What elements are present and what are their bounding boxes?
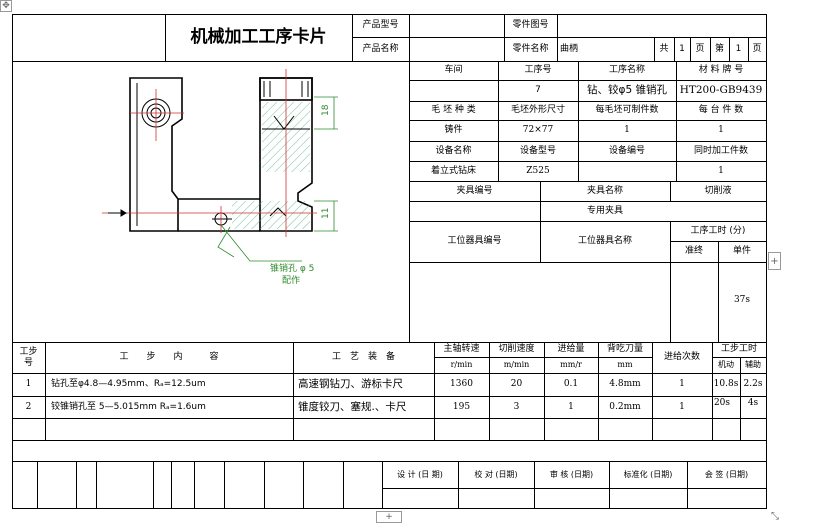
parts-per-blank-label: 每毛坯可制件数 <box>595 105 659 115</box>
equip-model-label: 设备型号 <box>519 145 556 156</box>
coolant-label: 切削液 <box>704 185 732 196</box>
simul-label: 同时加工件数 <box>693 145 748 156</box>
review-date-label: 审 核 (日期) <box>549 469 594 479</box>
part-drawing-no-label: 零件图号 <box>512 20 549 30</box>
blank-type-value: 铸件 <box>444 125 463 135</box>
part-name-label: 零件名称 <box>512 43 549 54</box>
sign-date-label: 会 签 (日期) <box>704 469 749 479</box>
check-date-label: 校 对 (日期) <box>474 469 518 479</box>
page-unit-label: 页 <box>695 43 705 54</box>
blank-type-label: 毛 坯 种 类 <box>431 105 476 115</box>
unit-label: 单件 <box>732 246 751 256</box>
step-cut-speed: 3 <box>513 401 520 412</box>
equipment-header: 工 艺 装 备 <box>331 352 395 362</box>
product-model-label: 产品型号 <box>362 20 399 30</box>
table-move-handle[interactable]: ✥ <box>0 0 12 12</box>
step-machine-time: 10.8s <box>713 379 739 389</box>
step-equipment: 锥度铰刀、塞规.、卡尺 <box>298 400 407 413</box>
fixture-name-label: 夹具名称 <box>586 185 623 196</box>
step-no: 1 <box>25 379 32 389</box>
add-column-button[interactable]: + <box>768 252 781 270</box>
fixture-no-label: 夹具编号 <box>456 185 493 196</box>
feed-unit: mm/r <box>560 360 582 369</box>
step-feed: 1 <box>568 401 574 412</box>
cut-speed-unit: m/min <box>503 360 530 369</box>
op-no-value: 7 <box>535 85 541 95</box>
equip-no-label: 设备编号 <box>608 145 645 156</box>
content-header: 工 步 内 容 <box>119 352 219 362</box>
machine-time-header: 机动 <box>718 360 734 369</box>
part-drawing: 18 11 锥销孔 φ 5 配作 <box>102 69 338 286</box>
side-view <box>129 77 260 232</box>
step-depth: 0.2mm <box>609 401 641 412</box>
blank-size-value: 72×77 <box>522 125 554 135</box>
feed-header: 进给量 <box>557 344 585 354</box>
step-no: 2 <box>25 401 32 412</box>
step-machine-time: 20s <box>713 397 731 408</box>
prep-label: 准终 <box>684 246 703 256</box>
step-speed: 195 <box>452 401 471 412</box>
parts-per-blank-value: 1 <box>624 125 630 135</box>
equip-name-value: 着立式钻床 <box>430 165 476 176</box>
step-times: 1 <box>679 401 685 412</box>
station-tool-no-label: 工位器具编号 <box>447 236 502 246</box>
table-resize-handle[interactable]: ⤡ <box>771 511 779 522</box>
depth-unit: mm <box>617 360 633 369</box>
design-date-label: 设 计 (日 期) <box>397 469 443 479</box>
unit-time-value: 37s <box>733 294 751 305</box>
step-no-header: 工步号 <box>12 342 45 373</box>
add-row-button[interactable]: + <box>376 511 402 523</box>
blank-size-label: 毛坯外形尺寸 <box>510 105 565 115</box>
total-pages-label: 共 <box>659 43 669 54</box>
step-feed: 0.1 <box>563 379 579 389</box>
simul-value: 1 <box>718 165 724 176</box>
step-times: 1 <box>679 379 685 389</box>
product-name-label: 产品名称 <box>362 43 399 54</box>
standard-date-label: 标准化 (日期) <box>623 469 673 479</box>
station-tool-name-label: 工位器具名称 <box>577 236 632 246</box>
step-aux-time: 2.2s <box>743 379 763 389</box>
material-label: 材 料 牌 号 <box>698 65 744 75</box>
step-time-header: 工步工时 <box>720 344 757 354</box>
fixture-name-value: 专用夹具 <box>586 205 623 216</box>
step-no-header-text: 工步号 <box>19 346 38 368</box>
step-depth: 4.8mm <box>609 379 641 389</box>
material-value: HT200-GB9439 <box>679 84 763 97</box>
step-speed: 1360 <box>450 379 473 389</box>
pin-hole-label: 锥销孔 φ 5 <box>270 262 314 274</box>
cut-speed-header: 切削速度 <box>498 344 535 354</box>
per-unit-label: 每 台 件 数 <box>698 105 744 115</box>
feed-times-header: 进给次数 <box>663 352 700 362</box>
current-page-label: 第 <box>714 43 724 54</box>
op-time-label: 工序工时 (分) <box>690 225 746 236</box>
spindle-speed-unit: r/min <box>450 360 473 369</box>
page-unit-label-2: 页 <box>752 43 762 54</box>
dim-top: 18 <box>321 104 331 116</box>
step-content: 铰锥销孔至 5—5.015mm Rₐ=1.6um <box>51 401 206 412</box>
workshop-label: 车间 <box>444 65 463 75</box>
part-name-value: 曲柄 <box>560 43 579 54</box>
aux-time-header: 辅助 <box>745 360 761 369</box>
dim-bottom: 11 <box>321 208 331 219</box>
step-aux-time: 4s <box>747 397 759 408</box>
equip-model-value: Z525 <box>526 165 550 176</box>
spindle-speed-header: 主轴转速 <box>443 344 480 354</box>
depth-header: 背吃刀量 <box>606 344 643 354</box>
op-name-value: 钻、铰φ5 锥销孔 <box>587 84 667 97</box>
current-page-value: 1 <box>735 43 742 54</box>
card-title: 机械加工工序卡片 <box>190 27 327 47</box>
step-content: 钻孔至φ4.8—4.95mm、Rₐ=12.5um <box>51 379 206 389</box>
match-drill-label: 配作 <box>282 274 300 286</box>
total-pages-value: 1 <box>679 43 685 54</box>
step-cut-speed: 20 <box>510 379 523 389</box>
op-name-label: 工序名称 <box>608 65 645 75</box>
op-no-label: 工序号 <box>524 65 552 75</box>
per-unit-value: 1 <box>718 125 724 135</box>
step-equipment: 高速钢钻刀、游标卡尺 <box>298 378 403 391</box>
equip-name-label: 设备名称 <box>435 145 472 156</box>
